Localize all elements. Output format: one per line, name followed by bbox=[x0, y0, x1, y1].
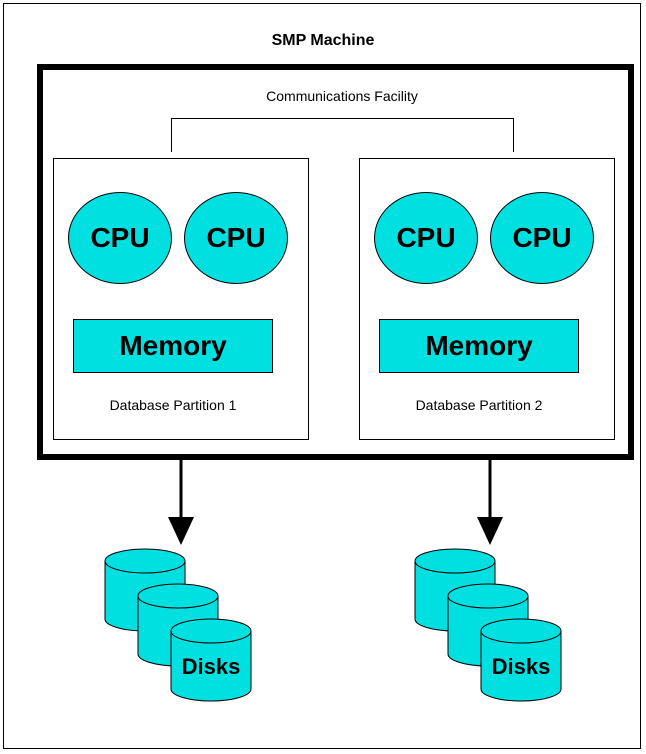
smp-machine-title: SMP Machine bbox=[271, 32, 375, 49]
memory-block: Memory bbox=[379, 319, 579, 373]
memory-block: Memory bbox=[73, 319, 273, 373]
smp-machine-box bbox=[37, 64, 634, 460]
disk-icon: Disks bbox=[480, 618, 562, 702]
down-arrow-icon bbox=[477, 459, 503, 545]
cpu-node: CPU bbox=[68, 192, 172, 284]
cpu-node: CPU bbox=[490, 192, 594, 284]
down-arrow-icon bbox=[168, 459, 194, 545]
partition-label: Database Partition 1 bbox=[109, 397, 237, 413]
database-partition-1: CPU CPU Memory Database Partition 1 bbox=[53, 158, 309, 440]
cpu-node: CPU bbox=[374, 192, 478, 284]
database-partition-2: CPU CPU Memory Database Partition 2 bbox=[359, 158, 615, 440]
disks-label: Disks bbox=[491, 654, 551, 679]
disks-label: Disks bbox=[181, 654, 241, 679]
disk-icon: Disks bbox=[170, 618, 252, 702]
communications-facility-label: Communications Facility bbox=[266, 88, 418, 104]
cpu-node: CPU bbox=[184, 192, 288, 284]
partition-label: Database Partition 2 bbox=[415, 397, 543, 413]
communications-connector bbox=[171, 118, 514, 152]
